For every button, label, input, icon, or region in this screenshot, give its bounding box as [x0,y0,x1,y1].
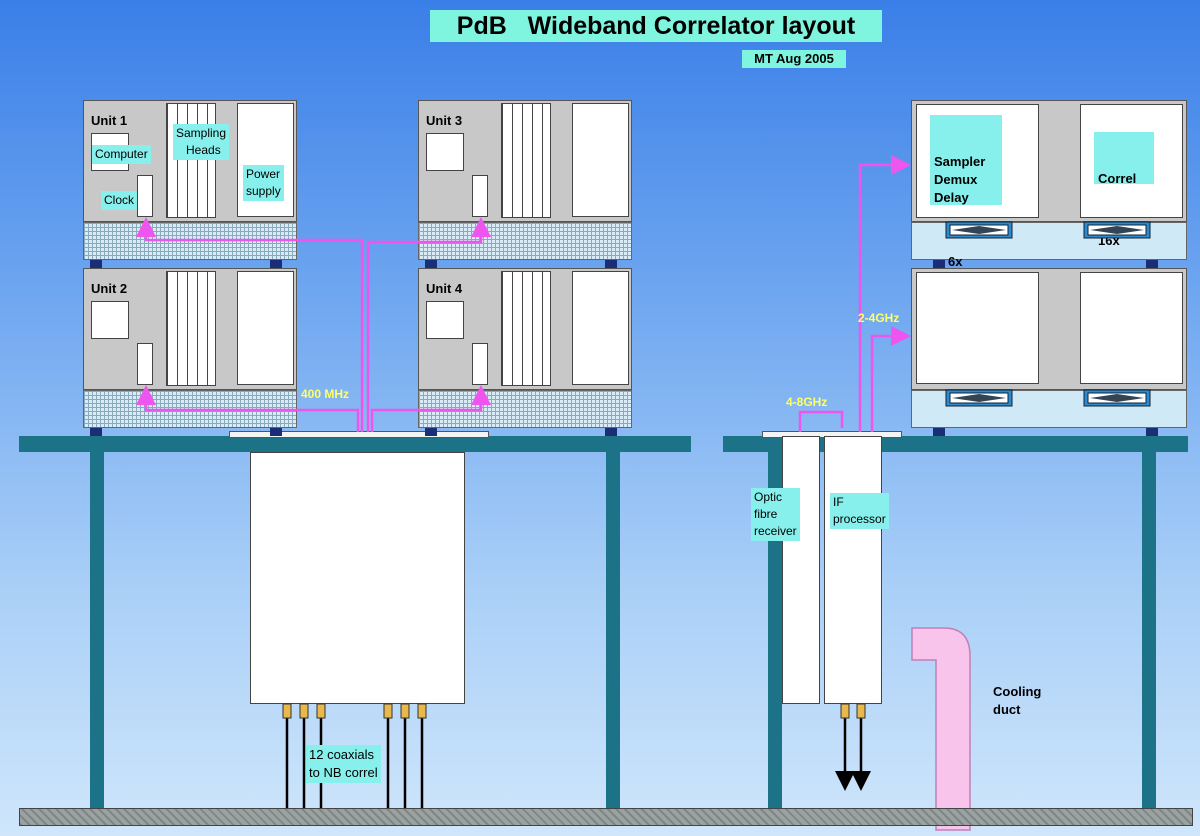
unit-3-sampling-heads [501,103,551,218]
unit-4-power-supply [572,271,629,385]
unit-2-computer-module [91,301,129,339]
coax-cabinet [250,452,465,704]
freq-4-8ghz-label: 4-8GHz [786,395,828,409]
sampler-demux-delay-label: Sampler Demux Delay 6x [930,115,1002,269]
unit-foot [270,260,282,268]
sampler-count: 6x [948,254,963,269]
unit-foot [605,428,617,436]
cooling-duct-label: Cooling duct [993,684,1042,717]
author-date: MT Aug 2005 [742,50,846,68]
unit-foot [270,428,282,436]
unit-2-power-supply [237,271,294,385]
coax-connectors [282,703,866,719]
unit-2-label: Unit 2 [91,281,128,296]
correl-label: Correl 16x [1094,132,1154,248]
left-table-leg [606,452,620,808]
correl-text: Correl [1098,171,1137,186]
unit-foot [90,260,102,268]
optic-fibre-label: Optic fibre receiver [751,488,800,541]
unit-4-label: Unit 4 [426,281,463,296]
unit-2-sampling-heads [166,271,216,386]
unit-3-power-supply [572,103,629,217]
distribution-lines [136,155,911,432]
left-table-top [19,436,691,452]
lower-correl-module [1080,272,1183,384]
diagram-title: PdB Wideband Correlator layout [430,10,882,42]
unit-2-clock-module [137,343,153,385]
fan-units [945,221,1151,407]
lower-sampler-module [916,272,1039,384]
computer-label: Computer [92,145,151,164]
sampler-demux-delay-text: Sampler Demux Delay [934,154,986,205]
freq-400mhz-label: 400 MHz [301,387,350,401]
unit-3-clock-module [472,175,488,217]
if-processor [824,436,882,704]
fan-icon [1083,221,1151,239]
unit-foot [425,428,437,436]
unit-4-clock-module [472,343,488,385]
fan-icon [945,389,1013,407]
freq-2-4ghz-label: 2-4GHz [858,311,900,325]
sampling-heads-label: Sampling Heads [173,124,230,160]
optic-fibre-receiver [782,436,820,704]
if-processor-label: IF processor [830,493,889,529]
unit-3-label: Unit 3 [426,113,463,128]
unit-foot [90,428,102,436]
fan-icon [1083,389,1151,407]
floor [19,808,1193,826]
clock-label: Clock [101,191,138,210]
unit-foot [605,260,617,268]
unit-4-computer-module [426,301,464,339]
unit-foot [1146,260,1158,268]
unit-1-label: Unit 1 [91,113,128,128]
unit-foot [425,260,437,268]
fan-icon [945,221,1013,239]
unit-3-computer-module [426,133,464,171]
clock-module [137,175,153,217]
sampling-heads-module [166,103,216,218]
cooling-duct [911,627,971,831]
coaxials-label: 12 coaxials to NB correl [306,745,381,783]
unit-foot [933,260,945,268]
unit-foot [1146,428,1158,436]
right-table-leg [768,452,782,808]
unit-4-sampling-heads [501,271,551,386]
power-supply-label: Power supply [243,165,284,201]
right-table-leg [1142,452,1156,808]
left-table-leg [90,452,104,808]
unit-foot [933,428,945,436]
